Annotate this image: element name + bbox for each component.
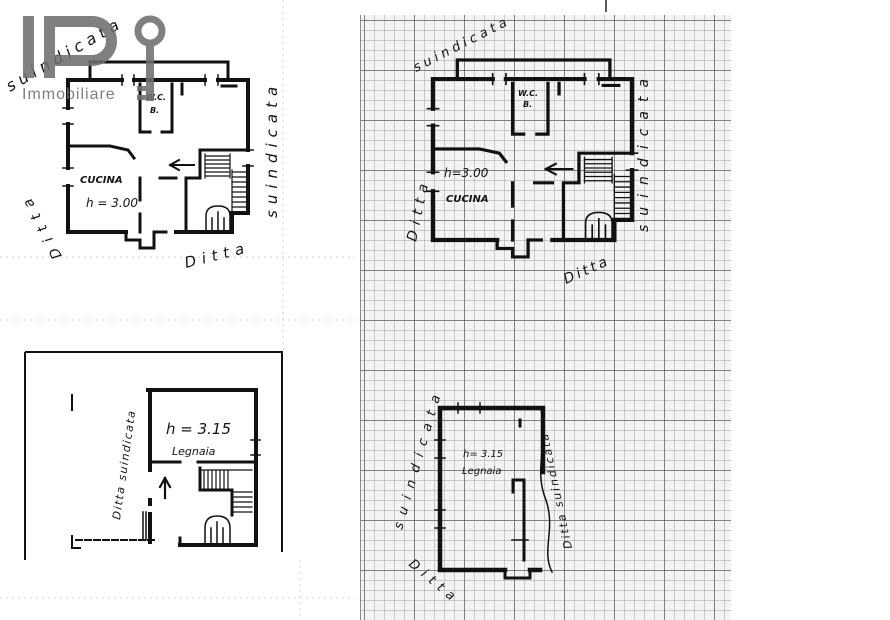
entrance-step (503, 568, 532, 580)
label-wc: W.C. (518, 89, 538, 98)
label-neighbour-side: Ditta suindicata (110, 409, 138, 521)
label-neighbour-right: suindicata (636, 70, 652, 232)
label-bath: B. (150, 106, 159, 115)
label-ceiling-height: h= 3.15 (463, 449, 503, 460)
lower-floor-plan-graph (434, 402, 554, 580)
logo-letter-p-bowl (50, 16, 117, 66)
boundary-line (539, 409, 554, 574)
sheet-frame (24, 351, 283, 560)
exterior-walls (146, 388, 258, 547)
exterior-walls (437, 405, 546, 573)
label-neighbour-left: Ditta (17, 189, 66, 262)
lower-floor-plan-print (71, 388, 261, 549)
label-neighbour-right: suindicata (263, 81, 281, 218)
agency-logo: Immobiliare (22, 15, 166, 103)
label-neighbour-top: suindicata (411, 14, 513, 76)
stairs (199, 469, 253, 513)
entry-arrow (158, 476, 172, 500)
interior-walls (511, 418, 526, 562)
label-ceiling-height: h = 3.15 (166, 420, 231, 438)
logo-letter-p-stem (44, 16, 55, 78)
interior-walls (148, 460, 258, 547)
window-marks (142, 439, 261, 541)
label-neighbour-bottom: Ditta (561, 253, 612, 288)
label-bath: B. (523, 100, 532, 109)
key-icon (134, 15, 166, 101)
label-neighbour-bottom: Ditta (183, 238, 252, 272)
label-room-woodshed: Legnaia (172, 445, 216, 458)
logo-letter-i (23, 16, 34, 78)
label-kitchen: CUCINA (446, 194, 489, 205)
window-marks (434, 402, 529, 541)
label-ceiling-height: h=3.00 (444, 166, 489, 180)
label-neighbour-bottom: Ditta (405, 557, 462, 608)
courtyard-boundary (71, 394, 81, 549)
label-neighbour-left: Ditta (404, 177, 433, 243)
print-sheet (0, 0, 358, 620)
graph-paper-sheet (360, 15, 731, 620)
label-ceiling-height: h = 3.00 (86, 196, 138, 210)
logo-tagline: Immobiliare (22, 86, 116, 103)
label-wc: W.C. (146, 93, 166, 102)
spiral-stair (204, 515, 231, 544)
label-kitchen: CUCINA (80, 175, 123, 186)
label-room-woodshed: Legnaia (462, 466, 501, 477)
